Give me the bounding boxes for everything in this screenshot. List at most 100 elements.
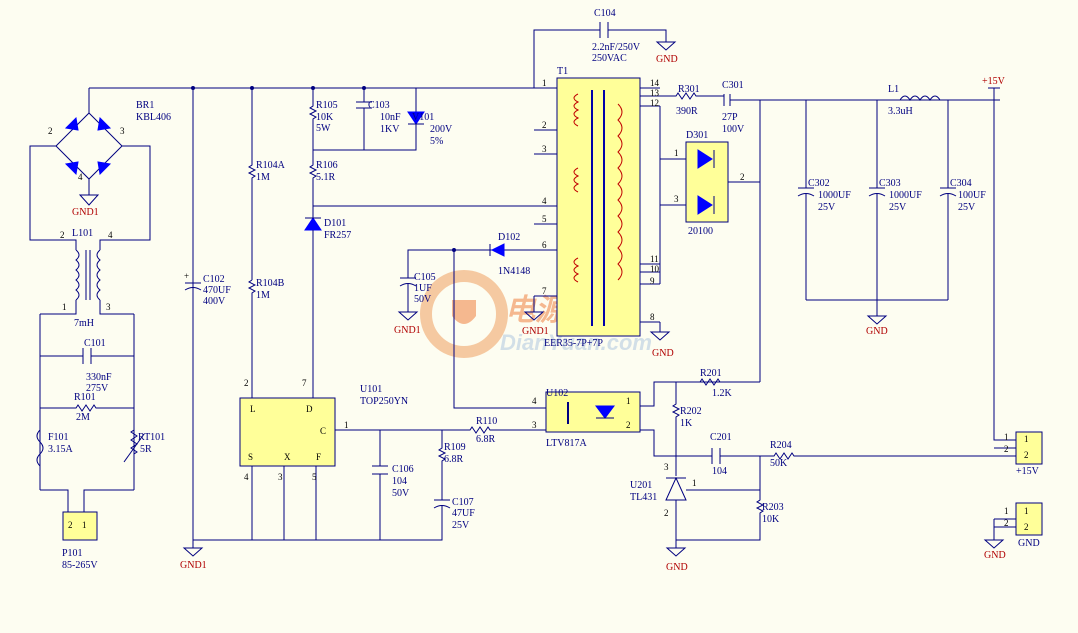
resistor-r104b: R104B 1M xyxy=(247,278,285,398)
svg-text:1: 1 xyxy=(626,396,631,406)
svg-text:D: D xyxy=(306,404,313,414)
c106-val1: 104 xyxy=(392,476,407,487)
svg-text:2: 2 xyxy=(60,230,65,240)
r204-val: 50K xyxy=(770,458,788,469)
svg-text:4: 4 xyxy=(542,196,547,206)
conn15-label: +15V xyxy=(1016,466,1040,477)
thermistor-rt101: RT101 5R xyxy=(123,429,165,463)
c105-val2: 50V xyxy=(414,294,432,305)
svg-text:12: 12 xyxy=(650,98,659,108)
br1-ref: BR1 xyxy=(136,100,154,111)
capacitor-c304: C304 100UF 25V xyxy=(939,100,986,300)
c102-val2: 400V xyxy=(203,296,226,307)
r105-ref: R105 xyxy=(316,100,338,111)
d102-ref: D102 xyxy=(498,232,520,243)
v101-val2: 5% xyxy=(430,136,443,147)
r104b-val: 1M xyxy=(256,290,270,301)
svg-text:1: 1 xyxy=(542,78,547,88)
resistor-r203: R203 10K xyxy=(676,456,784,541)
diode-d301: 1 3 2 D301 20100 xyxy=(659,106,760,284)
f101-val: 3.15A xyxy=(48,444,74,455)
r204-ref: R204 xyxy=(770,440,792,451)
svg-text:2: 2 xyxy=(1024,522,1029,532)
svg-text:7: 7 xyxy=(302,378,307,388)
svg-text:C: C xyxy=(320,426,326,436)
resistor-r101: R101 2M xyxy=(40,392,134,423)
regulator-u201: 3 1 2 U201 TL431 GND xyxy=(630,456,760,573)
ground-gnd1-bottom: GND1 xyxy=(180,540,207,571)
capacitor-c104: C104 2.2nF/250V 250VAC GND xyxy=(533,8,678,88)
svg-text:3: 3 xyxy=(532,420,537,430)
capacitor-c107: C107 47UF 25V xyxy=(452,497,475,531)
c107-ref: C107 xyxy=(452,497,474,508)
c301-val2: 100V xyxy=(722,124,745,135)
r109-val: 6.8R xyxy=(444,454,464,465)
capacitor-c101: C101 330nF 275V xyxy=(39,314,135,490)
capacitor-c103: C103 10nF 1KV xyxy=(356,88,401,150)
connector-p101: 2 1 P101 85-265V xyxy=(40,489,134,571)
br1-val: KBL406 xyxy=(136,112,171,123)
u101-val: TOP250YN xyxy=(360,396,408,407)
r101-ref: R101 xyxy=(74,392,96,403)
c101-val1: 330nF xyxy=(86,372,112,383)
gnd-out-label: GND xyxy=(866,326,888,337)
bridge-rectifier-br1: 2 3 4 BR1 KBL406 xyxy=(29,88,171,241)
capacitor-c303: C303 1000UF 25V xyxy=(868,100,922,300)
svg-text:S: S xyxy=(248,452,253,462)
choke-l101: 2 4 1 3 L101 7mH xyxy=(40,228,134,329)
rt101-val: 5R xyxy=(140,444,152,455)
svg-text:3: 3 xyxy=(106,302,111,312)
c201-val: 104 xyxy=(712,466,727,477)
svg-text:8: 8 xyxy=(650,312,655,322)
u102-ref: U102 xyxy=(546,388,568,399)
svg-text:X: X xyxy=(284,452,291,462)
c105-val1: 1UF xyxy=(414,283,432,294)
svg-text:1: 1 xyxy=(344,420,349,430)
r105-val2: 5W xyxy=(316,123,331,134)
c106-ref: C106 xyxy=(392,464,414,475)
svg-text:3: 3 xyxy=(664,462,669,472)
capacitor-c201: C201 104 xyxy=(676,432,760,477)
v101-ref: V101 xyxy=(412,112,434,123)
c302-val1: 1000UF xyxy=(818,190,851,201)
svg-text:5: 5 xyxy=(312,472,317,482)
c304-ref: C304 xyxy=(950,178,972,189)
c301-val1: 27P xyxy=(722,112,738,123)
gnd1-top-label: GND1 xyxy=(72,207,99,218)
svg-text:2: 2 xyxy=(740,172,745,182)
primary-bus xyxy=(89,86,545,541)
svg-text:3: 3 xyxy=(278,472,283,482)
fuse-f101: F101 3.15A xyxy=(36,429,74,467)
ground-out: GND xyxy=(806,299,948,337)
svg-text:9: 9 xyxy=(650,276,655,286)
l101-val: 7mH xyxy=(74,318,94,329)
capacitor-c105: C105 1UF 50V GND1 xyxy=(394,248,490,336)
f101-ref: F101 xyxy=(48,432,69,443)
r101-val: 2M xyxy=(76,412,90,423)
c107-val1: 47UF xyxy=(452,508,475,519)
capacitor-c106: C106 104 50V xyxy=(392,464,414,499)
c302-ref: C302 xyxy=(808,178,830,189)
svg-text:2: 2 xyxy=(1004,444,1009,454)
inductor-l1: L1 3.3uH xyxy=(888,84,941,117)
t1-ref: T1 xyxy=(557,66,568,77)
rt101-ref: RT101 xyxy=(138,432,165,443)
svg-text:2: 2 xyxy=(68,520,73,530)
ground-gnd1-top: GND1 xyxy=(72,194,100,218)
watermark-ring xyxy=(420,270,508,358)
c301-ref: C301 xyxy=(722,80,744,91)
svg-text:2: 2 xyxy=(1004,518,1009,528)
svg-text:1: 1 xyxy=(1004,432,1009,442)
r110-ref: R110 xyxy=(476,416,497,427)
d301-val: 20100 xyxy=(688,226,713,237)
d101-val: FR257 xyxy=(324,230,351,241)
c103-ref: C103 xyxy=(368,100,390,111)
svg-text:4: 4 xyxy=(244,472,249,482)
r106-ref: R106 xyxy=(316,160,338,171)
svg-text:3: 3 xyxy=(120,126,125,136)
r201-val: 1.2K xyxy=(712,388,733,399)
svg-text:2: 2 xyxy=(1024,450,1029,460)
l1-ref: L1 xyxy=(888,84,899,95)
svg-text:2: 2 xyxy=(48,126,53,136)
resistor-r202: R202 1K xyxy=(671,382,702,456)
